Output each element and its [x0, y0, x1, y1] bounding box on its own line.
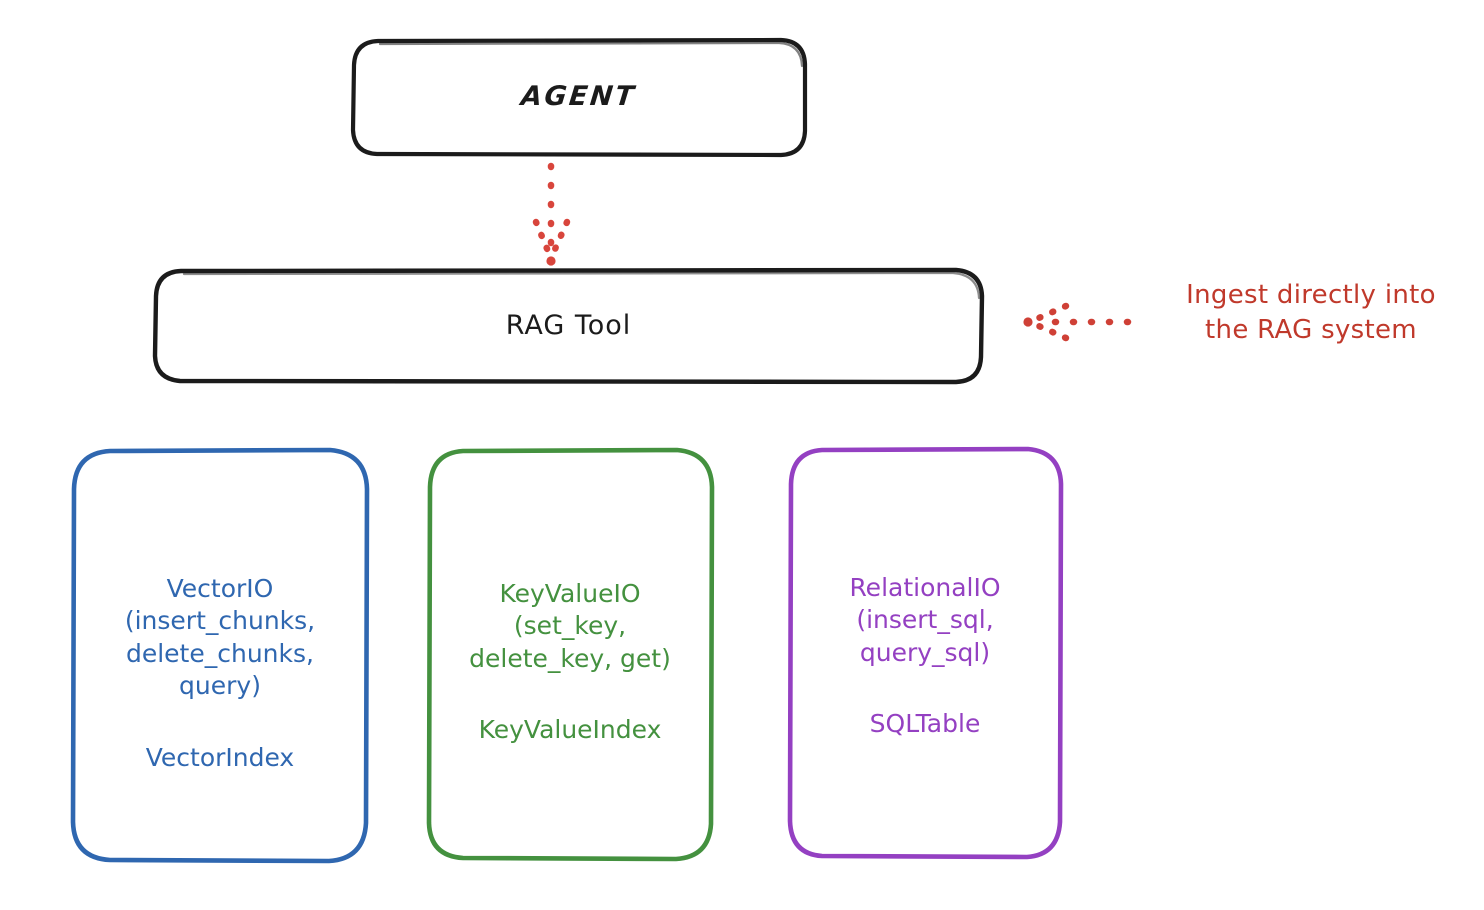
- key-value-io-index-label: KeyValueIndex: [478, 715, 662, 745]
- key-value-io-text-stack: KeyValueIO (set_key, delete_key, get) Ke…: [469, 578, 671, 745]
- ingest-annotation-text: Ingest directly into the RAG system: [1186, 280, 1436, 346]
- rag-tool-node[interactable]: RAG Tool: [155, 270, 982, 382]
- key-value-io-node[interactable]: KeyValueIO (set_key, delete_key, get) Ke…: [428, 450, 712, 860]
- rag-tool-label: RAG Tool: [505, 309, 632, 341]
- agent-node[interactable]: AGENT: [353, 40, 805, 155]
- relational-io-node[interactable]: RelationalIO (insert_sql, query_sql) SQL…: [789, 449, 1061, 857]
- vector-io-api-label: VectorIO (insert_chunks, delete_chunks, …: [124, 573, 316, 701]
- vector-io-box-outline: [70, 447, 370, 864]
- relational-io-box-outline: [787, 446, 1064, 860]
- rag-tool-box-outline: [152, 267, 985, 385]
- vector-io-node[interactable]: VectorIO (insert_chunks, delete_chunks, …: [72, 450, 368, 862]
- ingest-arrow-connector: [1023, 302, 1132, 342]
- key-value-io-box-outline: [426, 447, 715, 862]
- relational-io-api-label: RelationalIO (insert_sql, query_sql): [849, 572, 1001, 667]
- agent-label: AGENT: [519, 81, 639, 113]
- vector-io-text-stack: VectorIO (insert_chunks, delete_chunks, …: [125, 573, 315, 772]
- vector-io-index-label: VectorIndex: [145, 742, 295, 772]
- relational-io-index-label: SQLTable: [869, 709, 981, 739]
- agent-to-rag-tool-connector: [532, 162, 571, 266]
- agent-box-outline: [350, 37, 808, 158]
- relational-io-text-stack: RelationalIO (insert_sql, query_sql) SQL…: [849, 572, 1000, 739]
- key-value-io-api-label: KeyValueIO (set_key, delete_key, get): [469, 578, 671, 673]
